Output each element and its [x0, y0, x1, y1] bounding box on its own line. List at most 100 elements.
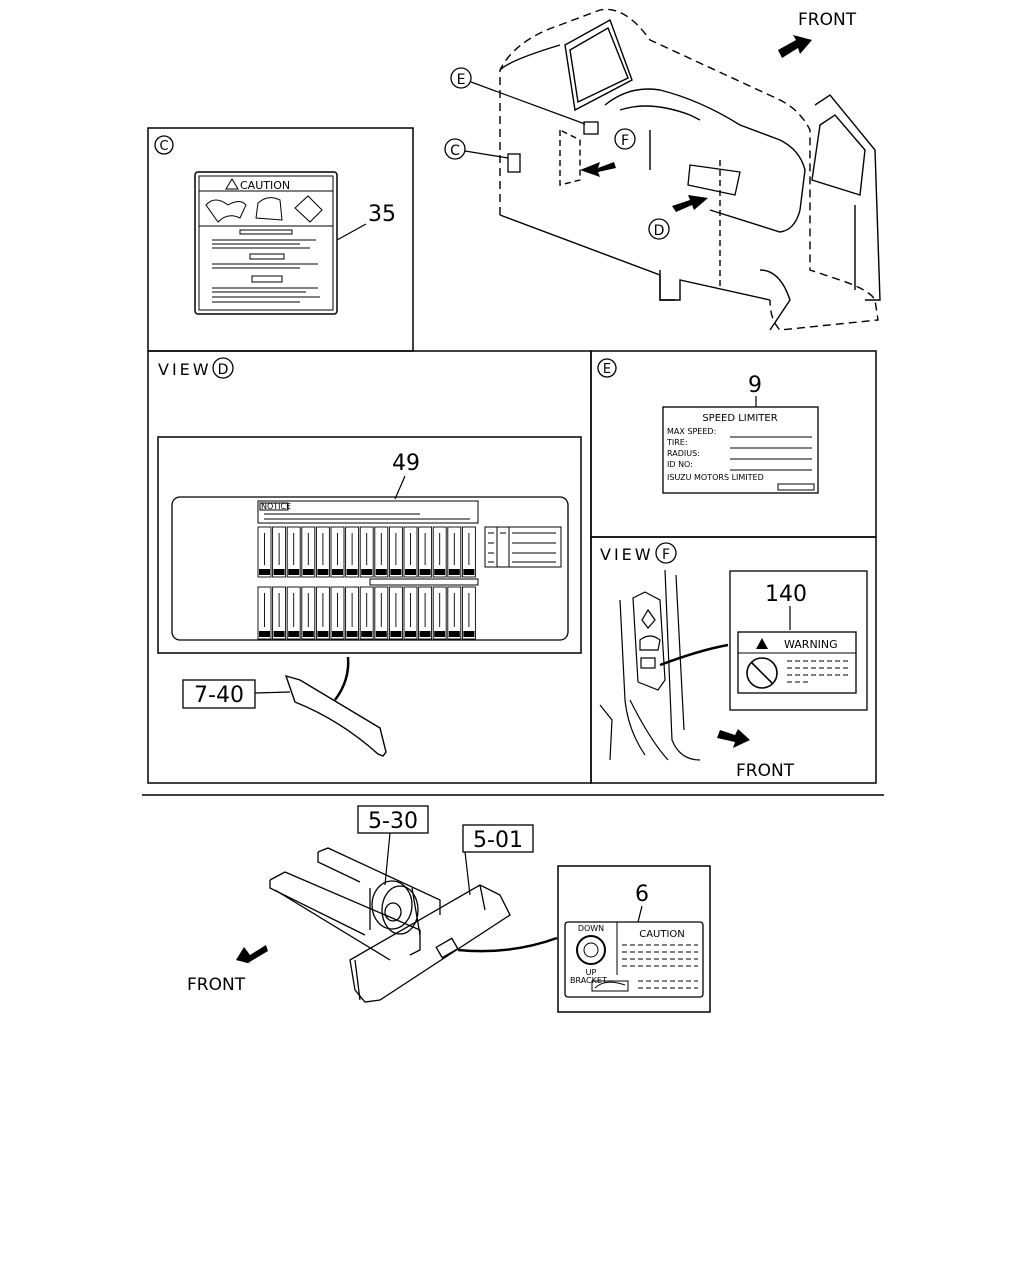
fuse-slot — [330, 526, 345, 578]
fuse-tag — [317, 631, 329, 637]
fuse-tag — [288, 631, 300, 637]
spare-caution: CAUTION — [639, 929, 685, 940]
fuse-tag — [317, 569, 329, 575]
ref-box-5-01 — [462, 824, 534, 853]
fuse-tag — [273, 569, 285, 575]
front-arrow-bottom-icon — [236, 945, 268, 965]
fuse-slot — [432, 586, 447, 640]
fuse-slot — [286, 586, 301, 640]
fuse-tag — [434, 631, 446, 637]
cab-illustration — [499, 8, 881, 331]
fuse-slot — [447, 526, 462, 578]
part-number-49: 49 — [392, 451, 420, 476]
fuse-tag — [463, 569, 475, 575]
fuse-tag — [361, 631, 373, 637]
fuse-slot — [330, 586, 345, 640]
fuse-tag — [405, 631, 416, 637]
svg-text:D: D — [218, 362, 229, 378]
speed-maker: ISUZU MOTORS LIMITED — [667, 473, 764, 482]
fuse-tag — [273, 631, 285, 637]
fuse-slot — [418, 526, 433, 578]
fuse-slot — [374, 526, 389, 578]
detail-box-spare — [557, 865, 711, 1013]
fuse-tag — [405, 569, 416, 575]
callout-e-box: E — [597, 358, 617, 378]
fuse-tag — [361, 569, 373, 575]
fuse-slot — [359, 526, 374, 578]
fuse-slot — [257, 526, 272, 578]
spare-plate: DOWN UP BRACKET CAUTION — [564, 921, 704, 998]
fuse-grid — [257, 526, 479, 640]
arrow-f-icon — [580, 162, 616, 177]
door-pillar — [599, 569, 701, 761]
fuse-tag — [390, 631, 402, 637]
callout-d-view: D — [212, 357, 234, 379]
fuse-slot — [403, 526, 418, 578]
fuse-slot — [257, 586, 272, 640]
fuse-tag — [259, 631, 270, 637]
speed-limiter-title: SPEED LIMITER — [702, 413, 777, 424]
part-number-35: 35 — [368, 202, 396, 227]
front-label-view-f: FRONT — [736, 761, 795, 781]
notice-label: NOTICE — [257, 500, 479, 524]
fuse-slot — [272, 526, 287, 578]
frame-illustration — [269, 847, 511, 1003]
part-number-140: 140 — [765, 582, 807, 607]
view-d-title: VIEW — [158, 360, 212, 379]
fuse-tag — [375, 631, 387, 637]
fuse-slot — [447, 586, 462, 640]
view-f-title: VIEW — [600, 545, 654, 564]
front-arrow-icon — [778, 35, 812, 58]
fuse-strip — [369, 578, 479, 586]
fuse-slot — [315, 586, 330, 640]
glovebox-lid — [284, 674, 387, 757]
speed-limiter-plate: SPEED LIMITER MAX SPEED: TIRE: RADIUS: I… — [662, 406, 819, 494]
label-spot-e — [583, 121, 599, 135]
svg-text:E: E — [603, 362, 611, 377]
spare-up: UP — [586, 968, 597, 977]
notice-title: NOTICE — [261, 502, 291, 511]
fuse-slot — [315, 526, 330, 578]
callout-f-view: F — [655, 542, 677, 564]
fuse-legend — [484, 526, 562, 568]
caution-triangle-icon — [225, 178, 239, 190]
notice-frame — [157, 436, 582, 654]
fuse-tag — [390, 569, 402, 575]
fuse-tag — [448, 569, 460, 575]
caution-plate-title: CAUTION — [240, 179, 290, 192]
part-number-7-40: 7-40 — [194, 683, 244, 708]
spare-down: DOWN — [578, 924, 604, 933]
svg-text:E: E — [457, 72, 466, 88]
warning-plate: WARNING — [737, 631, 857, 694]
svg-text:C: C — [159, 139, 168, 154]
callout-e-top: E — [450, 67, 586, 125]
fuse-slot — [345, 526, 360, 578]
fuse-tag — [288, 569, 300, 575]
front-label-bottom: FRONT — [187, 975, 246, 995]
part-number-5-30: 5-30 — [368, 809, 418, 834]
label-spot-d — [687, 164, 741, 196]
detail-box-view-f — [590, 536, 877, 784]
warning-plate-title: WARNING — [784, 638, 838, 651]
fuse-tag — [259, 569, 270, 575]
fuse-tag — [419, 631, 431, 637]
fuse-slot — [388, 526, 403, 578]
pictogram-tilt-icon — [294, 195, 323, 223]
fuse-slot — [461, 526, 476, 578]
rotate-icon — [576, 935, 606, 965]
callout-c-top: C — [444, 138, 509, 160]
speed-row-tire: TIRE: — [666, 438, 688, 447]
prohibition-icon — [746, 657, 778, 689]
fuse-slot — [272, 586, 287, 640]
speed-row-radius: RADIUS: — [667, 449, 700, 458]
ref-box-5-30 — [357, 805, 429, 834]
fuse-slot — [388, 586, 403, 640]
speed-row-id: ID NO: — [667, 460, 693, 469]
detail-box-e — [590, 350, 877, 538]
callout-f-top: F — [614, 128, 636, 150]
fuse-tag — [346, 569, 358, 575]
speed-row-max: MAX SPEED: — [667, 427, 716, 436]
fuse-tag — [302, 569, 314, 575]
ref-box-7-40 — [182, 679, 256, 709]
fuse-tag — [448, 631, 460, 637]
